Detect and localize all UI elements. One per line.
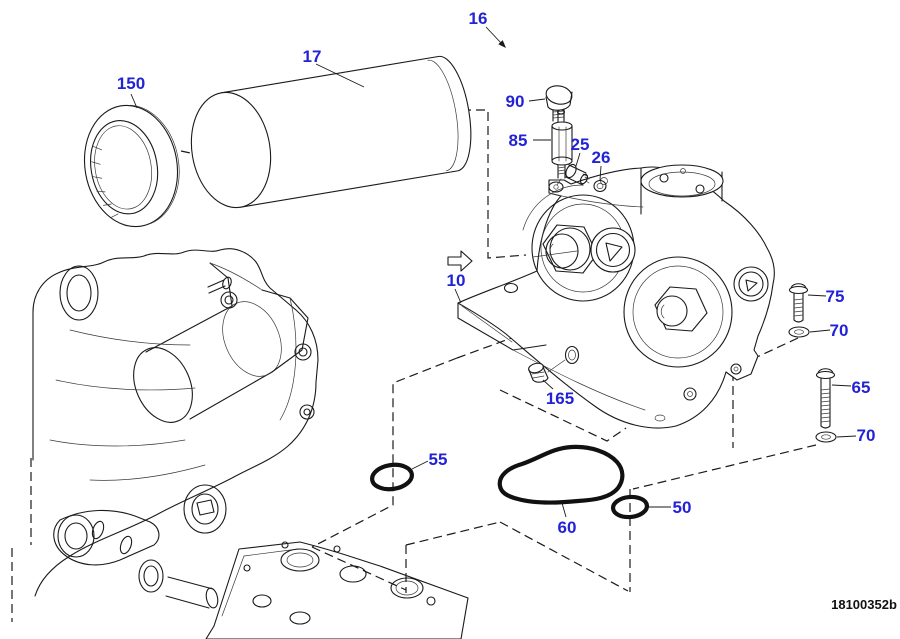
callout-label[interactable]: 70 xyxy=(857,426,876,445)
sealing-ring xyxy=(83,104,180,228)
housing-top-cylinder xyxy=(640,164,724,198)
bolt75-guide xyxy=(756,337,799,358)
housing-body xyxy=(457,166,775,429)
callout-label[interactable]: 75 xyxy=(826,287,845,306)
washer-70-lower xyxy=(815,431,837,443)
callout-50: 50 xyxy=(649,498,691,517)
callout-label[interactable]: 50 xyxy=(673,498,692,517)
block-ring-boss-left xyxy=(57,514,95,558)
plug-25 xyxy=(565,163,590,186)
socket-plug xyxy=(590,227,636,273)
engine-block xyxy=(11,248,469,639)
block-deck-face xyxy=(205,541,469,639)
callout-17: 17 xyxy=(303,47,365,88)
seal-washer-26 xyxy=(593,179,607,193)
o-ring-55 xyxy=(370,462,414,492)
callout-label[interactable]: 70 xyxy=(830,321,849,340)
callout-label[interactable]: 150 xyxy=(117,74,145,93)
filter-boss-hex xyxy=(542,224,598,274)
callout-label[interactable]: 16 xyxy=(469,9,488,28)
callout-label[interactable]: 60 xyxy=(558,518,577,537)
callout-label[interactable]: 90 xyxy=(506,92,525,111)
pump-cylinder-end xyxy=(133,347,193,423)
callout-label[interactable]: 55 xyxy=(429,450,448,469)
callout-label[interactable]: 17 xyxy=(303,47,322,66)
bypass-valve-85 xyxy=(551,109,573,186)
callout-70-upper: 70 xyxy=(809,321,849,340)
callout-60: 60 xyxy=(558,502,577,537)
bolt65-guide xyxy=(632,444,817,490)
callout-25: 25 xyxy=(571,135,590,167)
oil-filter-housing xyxy=(457,164,775,429)
callout-16: 16 xyxy=(469,9,506,48)
gasket-60 xyxy=(497,444,625,505)
callout-65: 65 xyxy=(831,378,871,397)
assembly-arrow-icon xyxy=(447,250,473,272)
deck-drain-hole xyxy=(390,577,424,599)
washer-70-upper xyxy=(788,326,810,338)
grommet xyxy=(564,345,580,365)
lower-face xyxy=(623,256,733,368)
callout-85: 85 xyxy=(509,131,551,150)
callout-label[interactable]: 26 xyxy=(592,148,611,167)
dashed-guides xyxy=(180,109,817,593)
callout-150: 150 xyxy=(117,74,145,109)
valve-mount-hole xyxy=(548,181,564,193)
block-ring-boss-top xyxy=(59,265,99,321)
flange-bolt-75 xyxy=(788,283,809,323)
callout-label[interactable]: 85 xyxy=(509,131,528,150)
callout-label[interactable]: 65 xyxy=(852,378,871,397)
cap-plug-90 xyxy=(545,85,573,122)
bracket-bolt-hole xyxy=(503,282,519,294)
drawing-number: 18100352b xyxy=(831,597,897,612)
flange-bolt-65 xyxy=(815,368,836,429)
filter-axis-dash xyxy=(180,150,229,162)
callout-label[interactable]: 25 xyxy=(571,135,590,154)
lower-hex-plug xyxy=(654,286,708,332)
callouts: 150 17 16 90 85 25 26 10 xyxy=(117,9,876,537)
block-ring-boss-bottom xyxy=(183,484,227,534)
callout-90: 90 xyxy=(506,92,546,111)
callout-75: 75 xyxy=(807,287,845,306)
filter-leader-dash xyxy=(462,109,527,259)
callout-label[interactable]: 165 xyxy=(546,389,574,408)
banjo-fitting xyxy=(138,559,164,593)
callout-70-lower: 70 xyxy=(836,426,876,445)
o-ring-50 xyxy=(610,494,650,520)
callout-10: 10 xyxy=(447,271,466,304)
arrowhead xyxy=(498,40,506,48)
plug-165 xyxy=(528,345,580,383)
callout-165: 165 xyxy=(542,379,574,408)
callout-26: 26 xyxy=(592,148,611,181)
oil-filter-cartridge xyxy=(190,55,472,209)
callout-55: 55 xyxy=(411,450,448,470)
callout-label[interactable]: 10 xyxy=(447,271,466,290)
